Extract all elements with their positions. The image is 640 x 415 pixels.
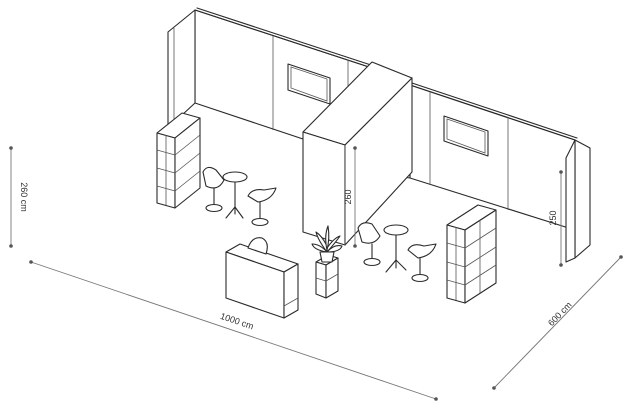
bar-table-right bbox=[383, 224, 409, 273]
counter-chair bbox=[247, 237, 268, 255]
chair-left-1 bbox=[202, 166, 225, 213]
dim-column-height: 260 bbox=[343, 146, 357, 248]
plant-icon bbox=[311, 225, 343, 253]
shelf-left bbox=[156, 112, 201, 209]
dim-wall-height: 260 cm bbox=[9, 146, 29, 248]
dim-right-wall-height: 250 bbox=[548, 170, 563, 267]
chair-right-2 bbox=[407, 243, 437, 283]
side-wall-left bbox=[167, 9, 196, 129]
dim-depth-label: 600 cm bbox=[546, 300, 574, 328]
dim-wall-height-label: 260 cm bbox=[19, 182, 29, 212]
bar-table-left bbox=[222, 171, 248, 219]
central-column bbox=[302, 61, 413, 246]
dim-total-length-label: 1000 cm bbox=[219, 311, 255, 332]
reception-counter bbox=[225, 243, 299, 319]
chair-right-1 bbox=[357, 222, 381, 267]
wall-screen-right bbox=[443, 115, 489, 157]
dim-column-height-label: 260 bbox=[343, 189, 353, 204]
plant-stand bbox=[315, 251, 339, 299]
dim-depth: 600 cm bbox=[492, 255, 623, 390]
chair-left-2 bbox=[247, 187, 277, 227]
shelf-right bbox=[446, 204, 497, 304]
dim-right-wall-height-label: 250 bbox=[548, 210, 558, 225]
side-wall-right bbox=[565, 139, 591, 263]
